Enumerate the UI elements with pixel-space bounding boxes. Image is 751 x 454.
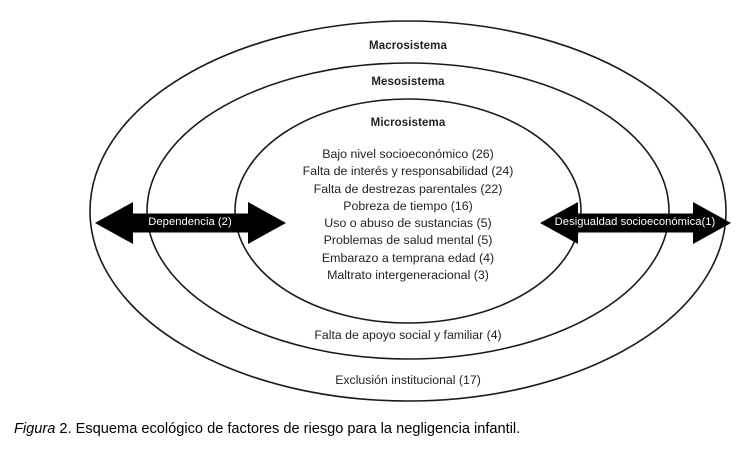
- ring-label-macrosistema: Macrosistema: [369, 40, 447, 52]
- arrow-right-label: Desigualdad socioeconómica(1): [554, 216, 716, 228]
- figure-caption-label: Figura: [14, 421, 56, 437]
- mesosystem-factor-item: Falta de apoyo social y familiar (4): [314, 328, 502, 342]
- microsystem-factor-item: Embarazo a temprana edad (4): [321, 250, 495, 265]
- ecological-rings-svg: [89, 20, 731, 402]
- microsystem-factor-list: Bajo nivel socioeconómico (26) Falta de …: [303, 146, 514, 284]
- arrow-right-desigualdad: [540, 202, 731, 244]
- microsystem-factor-item: Falta de interés y responsabilidad (24): [302, 164, 514, 179]
- microsystem-factor-item: Falta de destrezas parentales (22): [313, 181, 503, 196]
- arrow-left-dependencia: [95, 202, 286, 244]
- macrosystem-factor-item: Exclusión institucional (17): [335, 373, 481, 387]
- ecological-diagram: Macrosistema Mesosistema Microsistema Ba…: [89, 20, 731, 402]
- arrow-left-label: Dependencia (2): [148, 216, 232, 228]
- ring-label-mesosistema: Mesosistema: [371, 76, 445, 88]
- ring-label-microsistema: Microsistema: [370, 117, 446, 129]
- figure-caption: Figura 2. Esquema ecológico de factores …: [14, 421, 520, 437]
- ring-microsistema: [234, 98, 582, 324]
- microsystem-factor-item: Maltrato intergeneracional (3): [327, 268, 489, 283]
- microsystem-factor-item: Bajo nivel socioeconómico (26): [322, 147, 494, 161]
- microsystem-factor-item: Pobreza de tiempo (16): [343, 198, 473, 213]
- microsystem-factor-item: Uso o abuso de sustancias (5): [324, 216, 492, 231]
- figure-caption-text: 2. Esquema ecológico de factores de ries…: [55, 421, 521, 437]
- microsystem-factor-item: Problemas de salud mental (5): [323, 233, 493, 248]
